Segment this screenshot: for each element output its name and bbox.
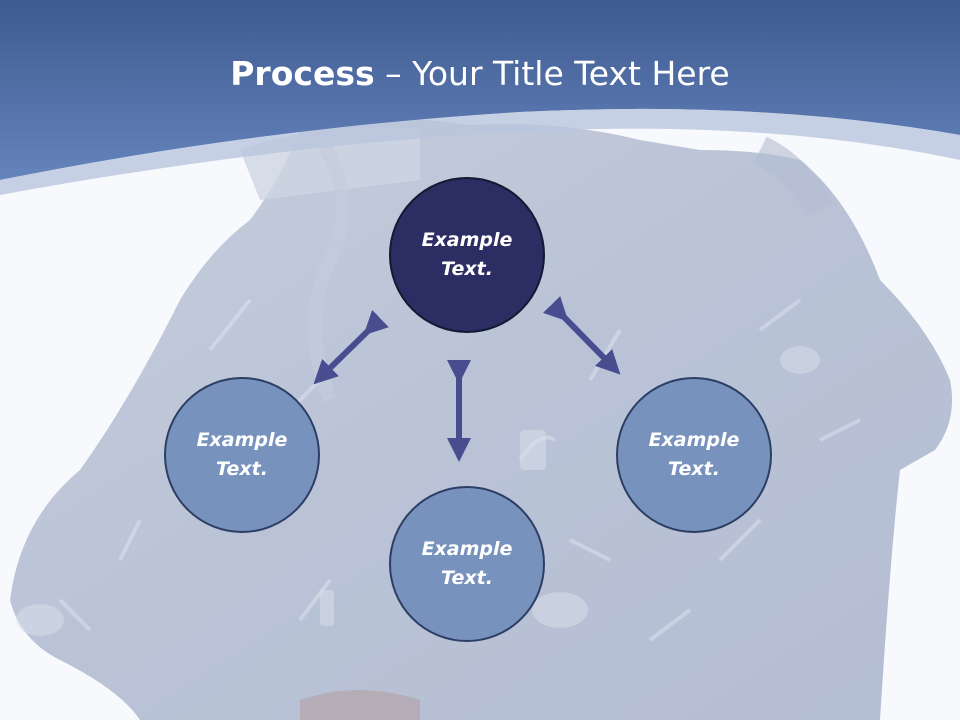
- center-node-line2: Text.: [441, 258, 493, 280]
- left-node: Example Text.: [164, 377, 320, 533]
- left-node-line2: Text.: [216, 458, 268, 480]
- slide-title: Process – Your Title Text Here: [0, 52, 960, 96]
- bottom-node-line2: Text.: [441, 567, 493, 589]
- title-bold-part: Process: [230, 54, 375, 93]
- title-text: Your Title Text Here: [412, 54, 730, 93]
- center-node-line1: Example: [421, 229, 513, 251]
- title-separator: –: [374, 54, 413, 93]
- center-node: Example Text.: [389, 177, 545, 333]
- right-node-line2: Text.: [668, 458, 720, 480]
- right-node: Example Text.: [616, 377, 772, 533]
- right-node-line1: Example: [648, 429, 740, 451]
- bottom-node-line1: Example: [421, 538, 513, 560]
- left-node-line1: Example: [196, 429, 288, 451]
- bottom-node: Example Text.: [389, 486, 545, 642]
